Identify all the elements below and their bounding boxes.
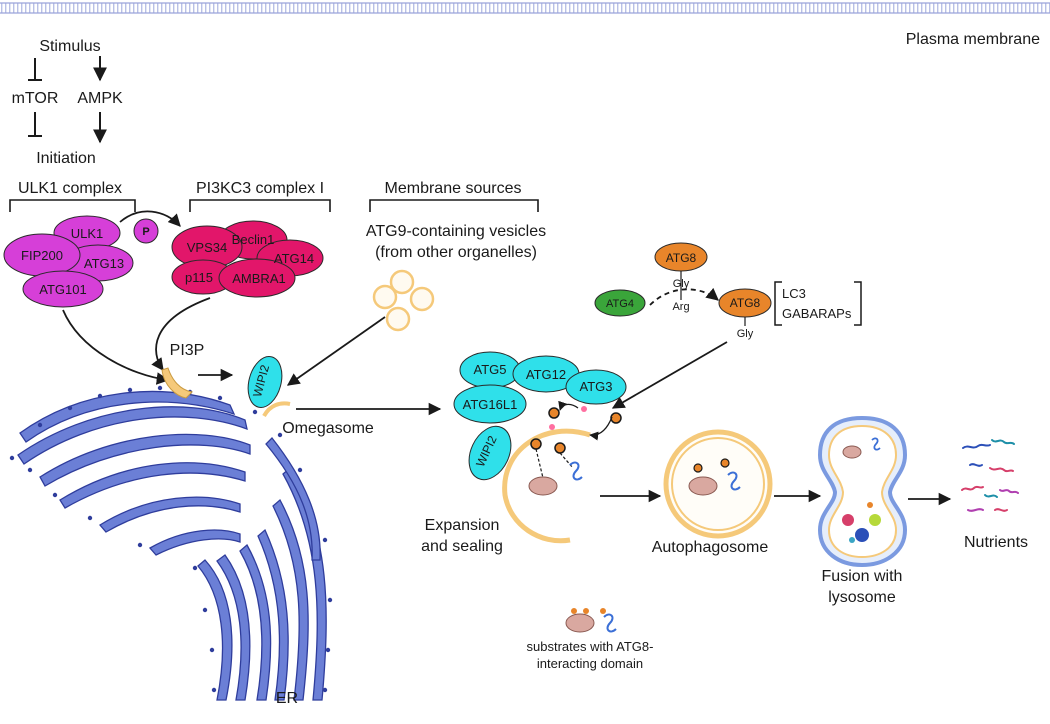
atg101-protein (22, 270, 104, 308)
ulk1-complex (3, 215, 159, 308)
atg8-top-label: ATG8 (666, 251, 697, 265)
ulk1-labels: ULK1 FIP200 ATG13 ATG101 P (21, 226, 150, 297)
vesicle-to-omegasome-arrow-icon (286, 316, 386, 386)
ampk-label: AMPK (77, 90, 123, 107)
atg8-processing: ATG8 Gly Arg ATG4 ATG8 Gly LC3 GABARAPs (594, 242, 862, 340)
phosphate-icon (133, 218, 159, 244)
nutrients-icon (961, 439, 1019, 512)
other-organelles-label: (from other organelles) (375, 244, 537, 261)
er-ribosomes (9, 385, 333, 693)
omegasome-label: Omegasome (282, 420, 374, 437)
atg4-cleavage-arrow-icon (649, 287, 719, 306)
autophagosome-label: Autophagosome (652, 539, 769, 556)
atg16l1-protein (453, 384, 527, 424)
conjugation-complex (453, 351, 627, 481)
phosphorylation-arrow-icon (119, 210, 181, 227)
legend-line2: interacting domain (537, 656, 643, 671)
ulk1-complex-title: ULK1 complex (18, 180, 122, 197)
membrane-sources-title: Membrane sources (385, 180, 522, 197)
atg3-protein (565, 369, 627, 405)
expansion-label: Expansion (425, 517, 500, 534)
plasma-membrane (0, 2, 1050, 14)
lysosome-label: lysosome (828, 589, 896, 606)
atg13-label: ATG13 (84, 256, 124, 271)
arg-label: Arg (672, 301, 689, 313)
mitochondrion-icon (688, 476, 718, 496)
vps34-label: VPS34 (187, 240, 227, 255)
pi3kc3-complex-header: PI3KC3 complex I (189, 180, 331, 212)
p115-label: p115 (185, 270, 213, 285)
pi3p-label: PI3P (170, 342, 205, 359)
atg8-right-label: ATG8 (730, 296, 761, 310)
ulk1-label: ULK1 (71, 226, 104, 241)
initiation-label: Initiation (36, 150, 96, 167)
fip200-label: FIP200 (21, 248, 63, 263)
ambra1-protein (218, 258, 296, 298)
omegasome-membrane-icon (262, 401, 291, 418)
phagophore-membrane-icon (502, 428, 591, 544)
er-label: ER (276, 690, 298, 707)
atg12-label: ATG12 (526, 367, 566, 382)
protein-aggregate-icon (569, 461, 583, 481)
signaling-cascade: Stimulus mTOR AMPK Initiation (12, 38, 123, 167)
atg4-label: ATG4 (606, 298, 634, 310)
sealing-label: and sealing (421, 538, 503, 555)
atg5-label: ATG5 (474, 362, 507, 377)
phosphate-label: P (142, 226, 149, 238)
pi3kc3-complex (171, 220, 324, 298)
atg9-vesicles (372, 269, 435, 332)
atg9-vesicles-label: ATG9-containing vesicles (366, 223, 546, 240)
pi3kc3-to-er-arrow-icon (151, 297, 211, 372)
autophagosome-icon (663, 429, 773, 539)
er-organelle (17, 390, 327, 701)
gly-top-label: Gly (673, 278, 690, 290)
beclin1-label: Beclin1 (232, 232, 275, 247)
atg16l1-label: ATG16L1 (463, 397, 518, 412)
pi3p-membrane-icon (161, 367, 194, 399)
gabaraps-label: GABARAPs (782, 306, 852, 321)
substrate-legend: substrates with ATG8- interacting domain (527, 608, 654, 671)
ulk1-to-er-arrow-icon (62, 309, 170, 385)
mitochondrion-icon (528, 476, 558, 496)
membrane-sources-header: Membrane sources (369, 180, 539, 212)
plasma-membrane-label: Plasma membrane (906, 31, 1040, 48)
legend-line1: substrates with ATG8- (527, 639, 654, 654)
nutrients-label: Nutrients (964, 534, 1028, 551)
ambra1-label: AMBRA1 (232, 271, 285, 286)
pi3kc3-complex-title: PI3KC3 complex I (196, 180, 324, 197)
atg8-to-phagophore-arrow-icon (611, 341, 728, 409)
gly-right-label: Gly (737, 328, 754, 340)
protein-aggregate-icon (727, 471, 741, 491)
pi3kc3-labels: VPS34 Beclin1 ATG14 p115 AMBRA1 (185, 232, 314, 286)
stimulus-label: Stimulus (39, 38, 100, 55)
ulk1-complex-header: ULK1 complex (9, 180, 136, 212)
fusion-label: Fusion with (822, 568, 903, 585)
lc3-label: LC3 (782, 286, 806, 301)
mtor-label: mTOR (12, 90, 59, 107)
wipi2-protein (247, 356, 283, 408)
atg3-label: ATG3 (580, 379, 613, 394)
wipi2-conj-protein (468, 425, 512, 481)
atg101-label: ATG101 (39, 282, 86, 297)
atg14-label: ATG14 (274, 251, 314, 266)
atg4-protein (594, 289, 646, 317)
